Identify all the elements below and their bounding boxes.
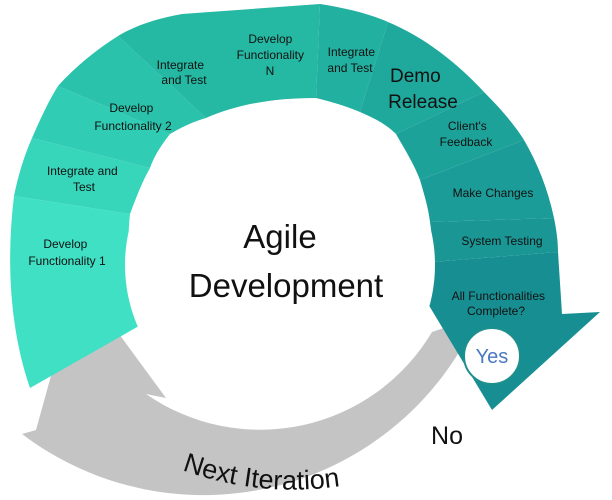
yes-badge bbox=[463, 327, 521, 385]
segment-label-develop-functionality-1: Develop Functionality 1 bbox=[28, 237, 106, 268]
segment-clients-feedback bbox=[396, 92, 524, 180]
segment-integrate-and-test-2 bbox=[58, 36, 206, 134]
segment-label-make-changes: Make Changes bbox=[453, 186, 534, 200]
next-iteration-arrow bbox=[22, 278, 478, 496]
segment-integrate-and-test-1 bbox=[14, 138, 150, 214]
segment-develop-functionality-1 bbox=[10, 196, 146, 388]
yes-label: Yes bbox=[476, 346, 509, 368]
segment-label-integrate-and-test-2: Integrate and Test bbox=[157, 58, 208, 87]
segment-demo-release bbox=[360, 22, 484, 134]
segment-develop-functionality-n bbox=[118, 4, 320, 118]
center-circle bbox=[125, 110, 435, 420]
segment-label-integrate-and-test-3: Integrate and Test bbox=[327, 45, 378, 75]
segment-label-integrate-and-test-1: Integrate and Test bbox=[47, 164, 121, 194]
no-label: No bbox=[431, 422, 463, 450]
segment-label-demo-release: Demo Release bbox=[388, 66, 458, 113]
segment-label-develop-functionality-2: Develop Functionality 2 bbox=[94, 101, 172, 133]
segment-system-testing bbox=[430, 218, 558, 262]
segment-label-clients-feedback: Client's Feedback bbox=[440, 119, 494, 149]
center-title-line-1: Agile bbox=[243, 218, 316, 255]
segment-label-system-testing: System Testing bbox=[461, 234, 542, 248]
center-title-line-2: Development bbox=[189, 267, 383, 304]
segment-integrate-and-test-3 bbox=[316, 4, 388, 112]
segment-label-all-functionalities-complete: All Functionalities Complete? bbox=[452, 289, 549, 318]
segment-develop-functionality-2 bbox=[32, 86, 170, 168]
segment-label-develop-functionality-n: Develop Functionality N bbox=[237, 32, 308, 78]
segment-make-changes bbox=[420, 140, 554, 222]
